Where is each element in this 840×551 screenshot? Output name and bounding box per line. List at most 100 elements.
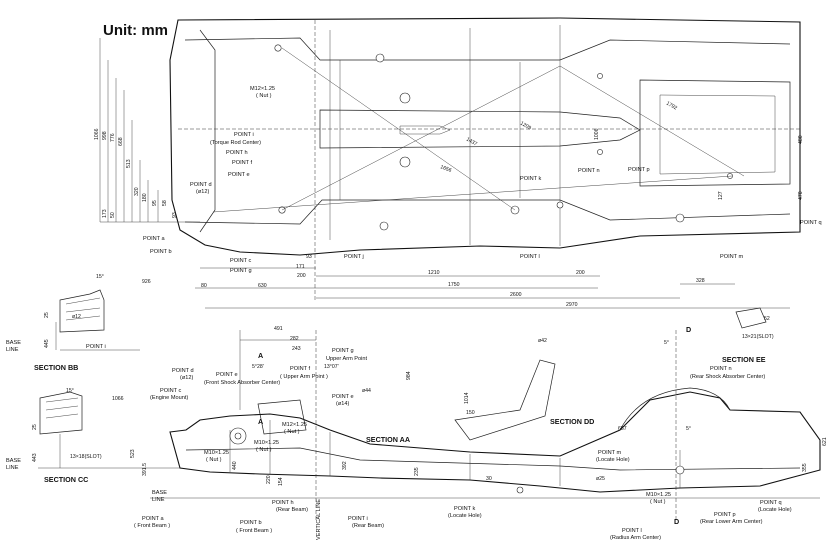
dim-470: 470 [798,191,804,200]
point-i-sub: (Torque Rod Center) [210,140,261,146]
marker-d-bottom: D [674,517,679,526]
bb-dia: ø12 [72,314,81,320]
side-view [150,307,821,520]
aa-dim-220: 220 [266,475,272,484]
dd-dim-dia25: ø25 [596,476,605,482]
aa-nut-3-sub: ( Nut ) [206,457,222,463]
cc-dim-1066: 1066 [112,396,124,402]
point-n-label: POINT n [578,168,600,174]
aa-point-i: POINT i [348,516,368,522]
dim-95: 95 [152,200,158,206]
aa-dim-391-5: 391.5 [142,463,148,476]
section-cc-title: SECTION CC [44,475,88,484]
side-point-l: POINT l [622,528,642,534]
aa-point-a: POINT a [142,516,165,522]
section-markers: A A D D [258,325,691,526]
point-k-label: POINT k [520,176,542,182]
point-m-label: POINT m [720,254,744,260]
dim-1066: 1066 [94,128,100,140]
floor-tunnel [319,109,641,149]
side-nut-sub: ( Nut ) [650,499,666,505]
unit-label: Unit: mm [103,22,168,39]
section-aa-title: SECTION AA [366,435,410,444]
dim-1792: 1792 [665,101,678,112]
side-point-k: POINT k [454,506,476,512]
side-point-q-sub: (Locate Hole) [758,507,792,513]
aa-dim-440: 440 [232,461,238,470]
dim-320: 320 [134,187,140,196]
dim-200a: 200 [297,273,306,279]
aa-dim-235: 235 [414,467,420,476]
bb-line: LINE [6,347,19,353]
dim-200b: 200 [576,270,585,276]
cc-angle: 15° [66,388,74,394]
section-ee-title: SECTION EE [722,355,766,364]
section-aa-labels: POINT d (ø12) POINT e (Front Shock Absor… [130,326,420,540]
cc-line: LINE [6,465,19,471]
bottom-dimension-lines [195,267,790,309]
section-ee-labels: 52 13×21(SLOT) 621 355 5° SECTION EE [686,316,828,472]
aa-nut-3: M10×1.25 [204,450,229,456]
aa-nut-1-sub: ( Nut ) [284,429,300,435]
dim-127: 127 [718,191,724,200]
aa-dim-392: 392 [342,461,348,470]
side-point-m: POINT m [598,450,622,456]
point-d-label: POINT d [190,182,212,188]
side-point-n: POINT n [710,366,732,372]
dim-480: 480 [798,135,804,144]
section-dd-title: SECTION DD [550,417,594,426]
point-a-label: POINT a [143,236,166,242]
dim-1210: 1210 [428,270,440,276]
aa-nut-2-sub: ( Nut ) [256,447,272,453]
dd-dim-150: 150 [466,410,475,416]
point-c-label: POINT c [230,258,252,264]
point-f-label: POINT f [232,160,253,166]
dd-dim-dia42: ø42 [538,338,547,344]
aa-point-c: POINT c [160,388,182,394]
aa-point-f-sub: ( Upper Arm Point ) [280,374,328,380]
top-view-labels: M12×1.25 ( Nut ) POINT i (Torque Rod Cen… [94,86,822,308]
underbody-outline [169,17,801,256]
dim-513: 513 [126,159,132,168]
bb-dim-25: 25 [44,312,50,318]
section-bb-drawing [55,289,140,351]
nut-sub: ( Nut ) [256,93,272,99]
dim-58: 58 [162,200,168,206]
dim-1750: 1750 [448,282,460,288]
point-j-label: POINT j [344,254,364,260]
dim-171: 171 [296,264,305,270]
left-dimension-lines [99,38,200,223]
side-point-l-sub: (Radius Arm Center) [610,535,661,541]
aa-dim-angle-5: 5°28' [252,364,264,370]
dim-630: 630 [258,283,267,289]
nut-label: M12×1.25 [250,86,275,92]
aa-dim-523: 523 [130,449,136,458]
side-point-labels: POINT n (Rear Shock Absorber Center) POI… [448,366,792,541]
dim-180: 180 [142,193,148,202]
aa-base: BASE [152,490,167,496]
dim-1006: 1006 [594,128,600,140]
ee-angle: 5° [686,426,691,432]
ee-dim-621: 621 [822,437,828,446]
side-point-q: POINT q [760,500,782,506]
dd-angle: 5° [664,340,669,346]
aa-point-a-sub: ( Front Beam ) [134,523,170,529]
dim-50: 50 [110,212,116,218]
side-nut: M10×1.25 [646,492,671,498]
aa-point-c-sub: (Engine Mount) [150,395,188,401]
aa-nut-1: M12×1.25 [282,422,307,428]
top-view [99,17,801,309]
aa-vertical-line: VERTICAL LINE [316,499,322,540]
dim-1656: 1656 [439,164,452,174]
aa-dim-angle-13: 13°07' [324,364,339,370]
aa-point-f: POINT f [290,366,311,372]
point-i-label: POINT i [234,132,254,138]
marker-a-bottom: A [258,417,263,426]
cc-dim-25: 25 [32,424,38,430]
dim-998: 998 [102,131,108,140]
marker-a-top: A [258,351,263,360]
ee-slot: 13×21(SLOT) [742,334,774,340]
dim-926: 926 [142,279,151,285]
dim-93b: 93 [306,254,312,260]
